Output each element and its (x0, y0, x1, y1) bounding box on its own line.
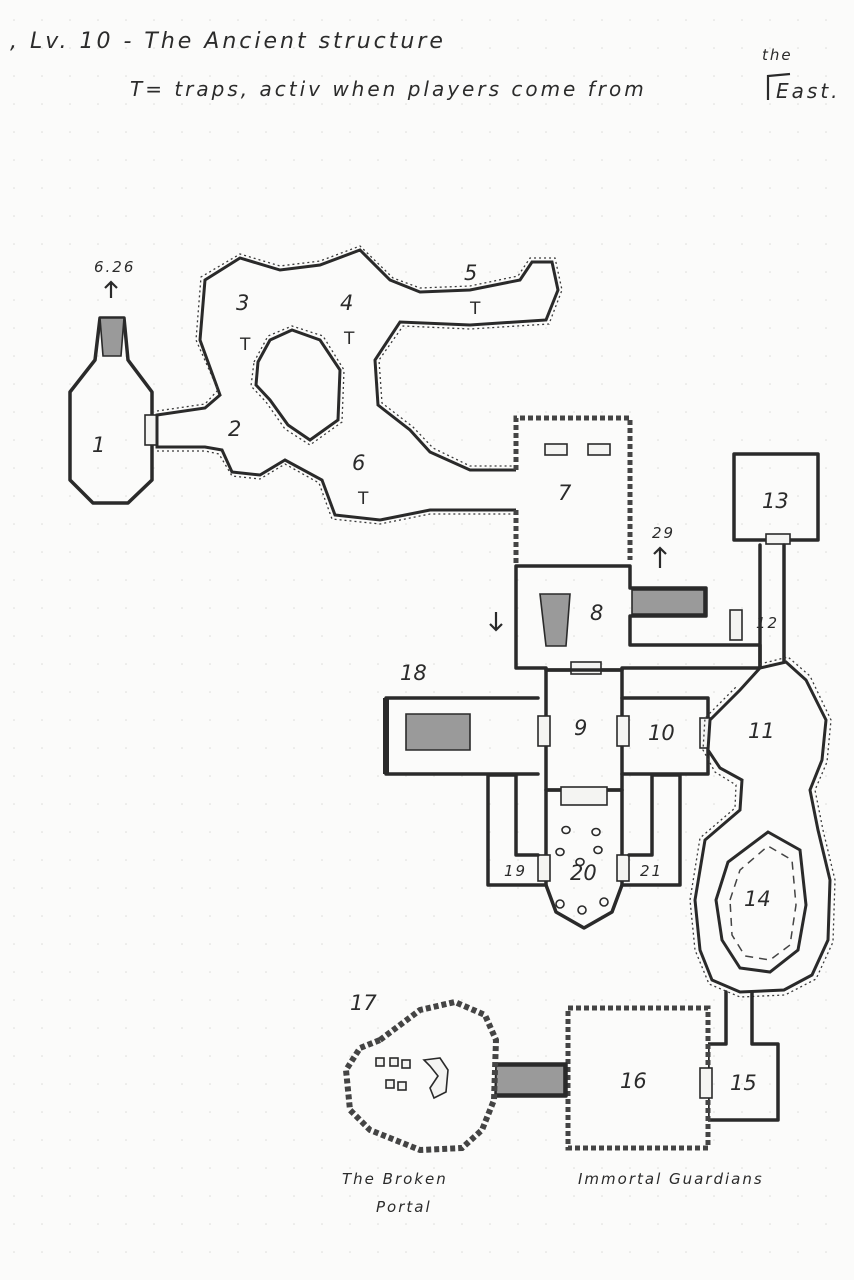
door-room-1 (144, 414, 158, 446)
rock-pillar (254, 328, 342, 442)
room-19: 19 (486, 773, 548, 887)
stairs-up-room-1 (99, 317, 125, 357)
trap-marker-5: T (469, 299, 481, 319)
room-number-10: 10 (648, 721, 675, 745)
room-number-11: 11 (748, 719, 775, 743)
trap-marker-4: T (343, 329, 355, 349)
arrow-up-icon (104, 280, 118, 298)
traps-note-end: East. (776, 79, 841, 103)
portal-label-line1: The Broken (342, 1170, 448, 1188)
room-12: 12 (756, 543, 786, 670)
trap-marker-6: T (357, 489, 369, 509)
room-number-13: 13 (762, 489, 789, 513)
caves-2-6: 2 3 T 4 T 5 T 6 T (155, 245, 563, 525)
room-1: 1 (68, 316, 158, 505)
room-10: 10 (620, 696, 713, 776)
insert-caret (766, 72, 791, 100)
room-number-17: 17 (350, 991, 377, 1015)
stairs-room-8 (539, 593, 571, 647)
room-number-9: 9 (574, 716, 587, 740)
room-20: 20 (537, 786, 630, 930)
room-number-20: 20 (570, 861, 597, 885)
room-21: 21 (620, 773, 682, 887)
room-number-16: 16 (620, 1069, 647, 1093)
stairs-room-17 (495, 1065, 565, 1095)
room-8: 8 (489, 564, 762, 675)
arrow-up-icon (653, 546, 667, 568)
stairs-to-29 (631, 589, 705, 615)
map-title: , Lv. 10 - The Ancient structure (10, 29, 446, 54)
room-number-2: 2 (228, 417, 241, 441)
room-number-1: 1 (92, 433, 105, 457)
room-number-21: 21 (640, 862, 663, 880)
room-number-18: 18 (400, 661, 427, 685)
stairs-room-18 (405, 713, 471, 751)
exit-level-label: 6.26 (94, 258, 135, 276)
room-number-12: 12 (756, 614, 779, 632)
room-13: 13 (732, 452, 820, 545)
pool-14 (714, 830, 808, 974)
room-number-14: 14 (744, 887, 771, 911)
room-number-4: 4 (340, 291, 353, 315)
room-9: 9 (537, 668, 630, 792)
guardians-label: Immortal Guardians (578, 1170, 764, 1188)
room-18: 18 (383, 661, 540, 776)
room-16: 16 (565, 1005, 713, 1151)
room-number-8: 8 (590, 601, 603, 625)
portal-label-line2: Portal (376, 1198, 432, 1216)
room-number-19: 19 (504, 862, 527, 880)
room-number-3: 3 (236, 291, 249, 315)
room-number-6: 6 (352, 451, 365, 475)
cave-11: 11 14 (689, 656, 836, 998)
traps-note-insert: the (762, 46, 793, 64)
room-number-5: 5 (464, 261, 477, 285)
room-7: 7 (513, 415, 633, 566)
traps-note: T= traps, activ when players come from (130, 77, 647, 101)
trap-marker-3: T (239, 335, 251, 355)
arrow-down-icon (489, 612, 503, 632)
room-15: 15 (706, 990, 780, 1122)
room-number-15: 15 (730, 1071, 757, 1095)
exit-stairs-label: 29 (652, 524, 675, 542)
room-number-7: 7 (558, 481, 572, 505)
room-17: 17 (342, 991, 568, 1154)
